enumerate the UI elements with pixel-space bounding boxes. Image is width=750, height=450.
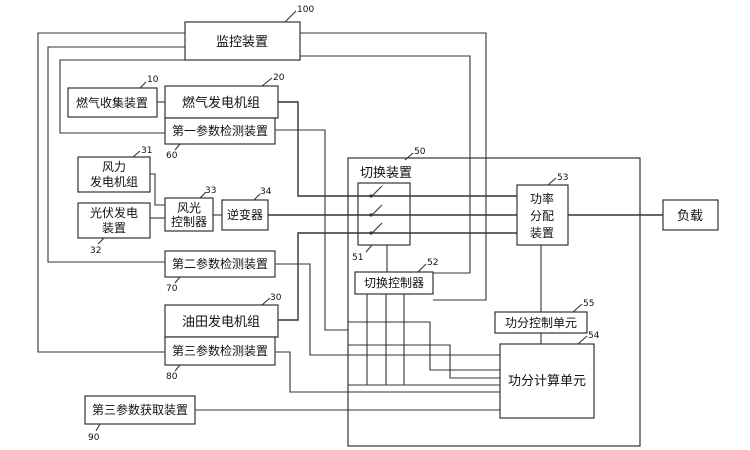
gas-gen-label: 燃气发电机组: [182, 95, 260, 111]
ps-calc-label: 功分计算单元: [508, 374, 586, 389]
pv-label-1: 光伏发电: [90, 205, 138, 220]
param3-get-label: 第三参数获取装置: [92, 402, 188, 417]
ref-51: 51: [352, 253, 363, 263]
ref-50: 50: [414, 147, 426, 157]
power-dist-label-3: 装置: [530, 226, 554, 240]
switch-device-frame: [357, 182, 411, 246]
inverter-label: 逆变器: [227, 207, 263, 222]
param2-label: 第二参数检测装置: [172, 256, 268, 271]
ref-80: 80: [166, 372, 178, 382]
node-switch-ctrl: 切换控制器: [354, 271, 434, 295]
pv-label-2: 装置: [102, 221, 126, 235]
node-power-dist: 功率 分配 装置: [516, 184, 569, 246]
power-dist-label-2: 分配: [530, 209, 554, 223]
ref-20: 20: [273, 73, 285, 83]
ref-90: 90: [88, 433, 100, 443]
wind-label-2: 发电机组: [90, 174, 138, 189]
wire-param1-calc: [275, 129, 348, 331]
ref-31: 31: [141, 146, 152, 156]
ps-ctrl-label: 功分控制单元: [505, 316, 577, 330]
switch-device-label: 切换装置: [360, 166, 412, 181]
wire-param2-calc: [275, 263, 500, 356]
wire-monitor-left-inner: [47, 46, 185, 263]
reference-numerals: 100 10 20 60 31 32 33 34 70 30 80 90 50 …: [88, 5, 600, 443]
bus-oil-generator: [278, 232, 517, 321]
wind-label-1: 风力: [102, 160, 126, 174]
ref-53: 53: [557, 173, 568, 183]
ref-52: 52: [427, 258, 438, 268]
wire-monitor-right-outer: [300, 32, 487, 301]
gas-collect-label: 燃气收集装置: [76, 95, 148, 110]
ref-32: 32: [90, 246, 101, 256]
ref-100: 100: [297, 5, 314, 15]
node-wind: 风力 发电机组: [77, 156, 151, 193]
wire-wind-ctrl: [150, 173, 165, 206]
node-gas-collect: 燃气收集装置: [67, 87, 158, 118]
node-param1: 第一参数检测装置: [164, 117, 276, 145]
wire-tap-calc-a: [348, 321, 500, 371]
wire-monitor-right-inner: [300, 55, 471, 274]
ref-33: 33: [205, 186, 216, 196]
bus-gas-generator: [278, 101, 517, 197]
oil-gen-label: 油田发电机组: [182, 314, 260, 330]
wires: [37, 32, 663, 411]
ref-55: 55: [583, 299, 594, 309]
node-param3-get: 第三参数获取装置: [84, 395, 196, 425]
param1-label: 第一参数检测装置: [172, 123, 268, 138]
ref-54: 54: [588, 331, 600, 341]
node-ps-ctrl: 功分控制单元: [494, 311, 588, 334]
node-monitor: 监控装置: [184, 21, 301, 61]
ctrl-label-1: 风光: [177, 201, 201, 215]
node-oil-gen: 油田发电机组: [164, 304, 279, 338]
node-gas-gen: 燃气发电机组: [164, 85, 279, 119]
switch-ctrl-label: 切换控制器: [364, 276, 424, 290]
node-param3: 第三参数检测装置: [164, 336, 276, 366]
param3-label: 第三参数检测装置: [172, 343, 268, 358]
ref-34: 34: [260, 187, 272, 197]
monitor-label: 监控装置: [216, 35, 268, 50]
power-dist-label-1: 功率: [530, 191, 554, 206]
ref-10: 10: [147, 75, 159, 85]
wire-monitor-param1: [59, 59, 185, 134]
ctrl-label-2: 控制器: [171, 215, 207, 229]
node-param2: 第二参数检测装置: [164, 250, 276, 278]
ref-70: 70: [166, 284, 178, 294]
node-ps-calc: 功分计算单元: [499, 343, 595, 419]
ref-30: 30: [270, 293, 282, 303]
node-ctrl: 风光 控制器: [164, 197, 214, 232]
node-load: 负载: [662, 199, 719, 231]
ref-60: 60: [166, 151, 178, 161]
wire-tap-calc-b: [348, 344, 500, 379]
node-pv: 光伏发电 装置: [77, 202, 151, 239]
wire-monitor-left-outer: [37, 32, 185, 353]
system-frame: [347, 157, 641, 447]
load-label: 负载: [677, 209, 703, 224]
node-inverter: 逆变器: [221, 199, 269, 231]
switch-contacts: [369, 185, 383, 235]
wire-param3-calc: [275, 351, 500, 393]
